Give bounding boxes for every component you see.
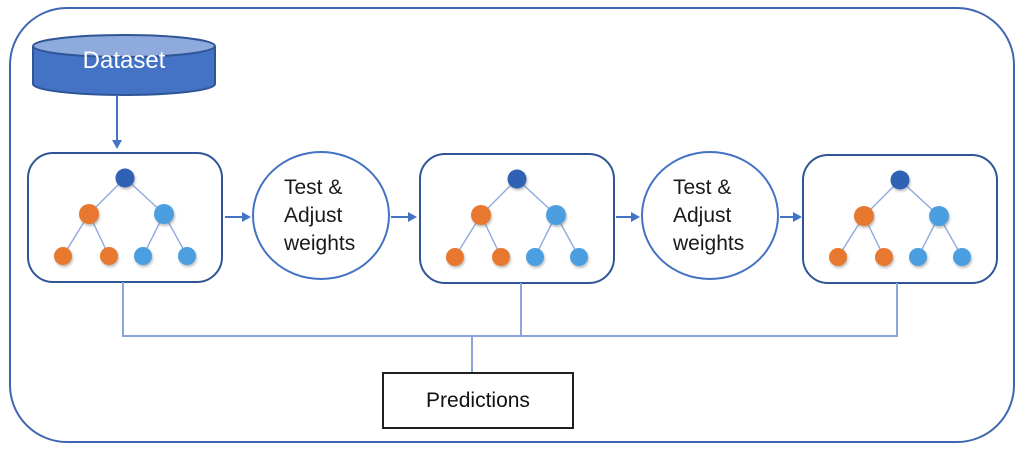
- arrow-right-icon: [408, 212, 417, 222]
- process-circle-1-label: Test & Adjust weights: [284, 175, 356, 255]
- process-circle-1: Test & Adjust weights: [252, 151, 390, 280]
- tree-leaf-blue: [909, 248, 927, 266]
- tree-root-node: [890, 170, 910, 190]
- tree-box-1: [27, 152, 223, 283]
- tree-leaf-blue: [526, 248, 544, 266]
- tree-leaf-orange: [100, 247, 118, 265]
- tree-box-2: [419, 153, 615, 284]
- tree-leaf-blue: [134, 247, 152, 265]
- tree2-down-connector: [520, 283, 522, 336]
- tree-leaf-blue: [178, 247, 196, 265]
- decision-tree-3: [829, 170, 971, 266]
- circle2-to-tree3-arrow: [780, 216, 793, 218]
- arrow-right-icon: [631, 212, 640, 222]
- tree-leaf-blue: [953, 248, 971, 266]
- dataset-to-tree-arrow: [116, 95, 118, 140]
- tree-node-orange: [79, 204, 99, 224]
- process-circle-2-label: Test & Adjust weights: [673, 175, 745, 255]
- tree1-down-connector: [122, 282, 124, 336]
- decision-tree-2: [446, 169, 588, 266]
- cylinder-body: [32, 46, 216, 96]
- dataset-label: Dataset: [82, 47, 166, 74]
- predictions-label: Predictions: [426, 388, 530, 412]
- tree1-to-circle1-arrow: [225, 216, 242, 218]
- tree-leaf-orange: [829, 248, 847, 266]
- tree-box-3: [802, 154, 998, 284]
- tree2-to-circle2-arrow: [616, 216, 631, 218]
- decision-tree-1: [54, 168, 196, 265]
- tree-node-blue: [929, 206, 949, 226]
- circle1-to-tree2-arrow: [391, 216, 408, 218]
- tree-leaf-orange: [875, 248, 893, 266]
- outer-frame: [9, 7, 1015, 443]
- tree-leaf-orange: [446, 248, 464, 266]
- tree-node-orange: [471, 205, 491, 225]
- tree-root-node: [115, 168, 135, 188]
- tree-node-blue: [154, 204, 174, 224]
- tree-leaf-orange: [492, 248, 510, 266]
- arrow-down-icon: [112, 140, 122, 149]
- tree-node-blue: [546, 205, 566, 225]
- cylinder-top-ellipse: [32, 34, 216, 58]
- dataset-cylinder: [32, 34, 216, 96]
- tree3-down-connector: [896, 283, 898, 336]
- arrow-right-icon: [242, 212, 251, 222]
- horizontal-merge-connector: [122, 335, 898, 337]
- predictions-box: Predictions: [382, 372, 574, 429]
- tree-node-orange: [854, 206, 874, 226]
- tree-leaf-orange: [54, 247, 72, 265]
- tree-root-node: [507, 169, 527, 189]
- process-circle-2: Test & Adjust weights: [641, 151, 779, 280]
- arrow-right-icon: [793, 212, 802, 222]
- tree-leaf-blue: [570, 248, 588, 266]
- predictions-connector: [471, 336, 473, 373]
